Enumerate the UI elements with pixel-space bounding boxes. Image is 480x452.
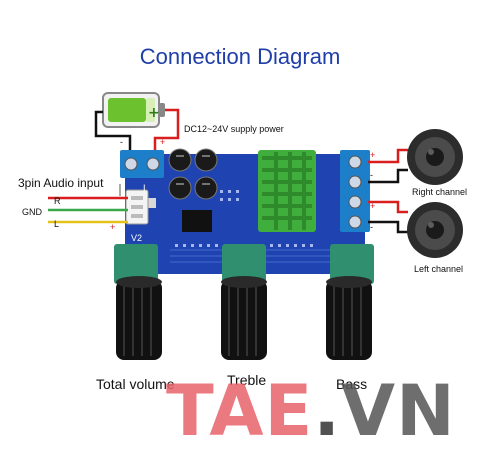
diagram-title: Connection Diagram	[139, 44, 341, 69]
pin-gnd-label: GND	[22, 207, 42, 217]
audio-input-connector	[125, 189, 149, 225]
pcb-mark-v2: V2	[131, 233, 143, 243]
svg-text:+: +	[148, 105, 160, 121]
right-channel-label: Right channel	[412, 187, 468, 197]
watermark-logo: TAE.VN	[166, 370, 456, 452]
right-speaker-icon	[407, 129, 463, 185]
right-plus-mark: +	[370, 150, 376, 160]
left-speaker-icon	[407, 202, 463, 258]
right-speaker-wire-negative	[368, 168, 408, 184]
left-minus-mark: -	[370, 222, 373, 232]
capacitors	[168, 148, 218, 200]
treble-knob-icon	[221, 244, 267, 360]
preamp-chip	[182, 210, 212, 232]
right-minus-mark: -	[370, 170, 373, 180]
left-speaker-wire-negative	[368, 220, 408, 234]
power-minus-mark: -	[120, 137, 123, 147]
left-plus-mark: +	[370, 201, 376, 211]
bass-label: Bass	[336, 376, 368, 392]
watermark-tae: TAE	[166, 370, 314, 452]
power-supply-label: DC12~24V supply power	[184, 124, 284, 134]
left-speaker-wire-positive	[368, 200, 408, 214]
watermark-dot: .	[313, 370, 341, 452]
heatsink	[258, 150, 316, 232]
left-channel-label: Left channel	[414, 264, 464, 274]
audio-input-label: 3pin Audio input	[18, 176, 104, 190]
right-speaker-wire-positive	[368, 148, 408, 164]
pcb-pads	[175, 190, 313, 247]
power-terminal	[120, 150, 164, 178]
battery-icon: +	[102, 92, 165, 128]
power-wire-positive	[153, 108, 180, 152]
volume-knob-icon	[114, 244, 162, 360]
pin-l-label: L	[54, 219, 60, 229]
input-plus-mark: +	[110, 222, 116, 232]
watermark-vn: VN	[340, 370, 456, 452]
volume-label: Total volume	[96, 376, 175, 392]
power-wire-negative	[94, 110, 132, 152]
pcb-mark-i: I	[143, 183, 146, 193]
speaker-terminals	[340, 150, 370, 232]
bass-knob-icon	[326, 244, 374, 360]
power-plus-mark: +	[160, 137, 166, 147]
treble-label: Treble	[227, 372, 267, 388]
pin-r-label: R	[54, 196, 61, 206]
